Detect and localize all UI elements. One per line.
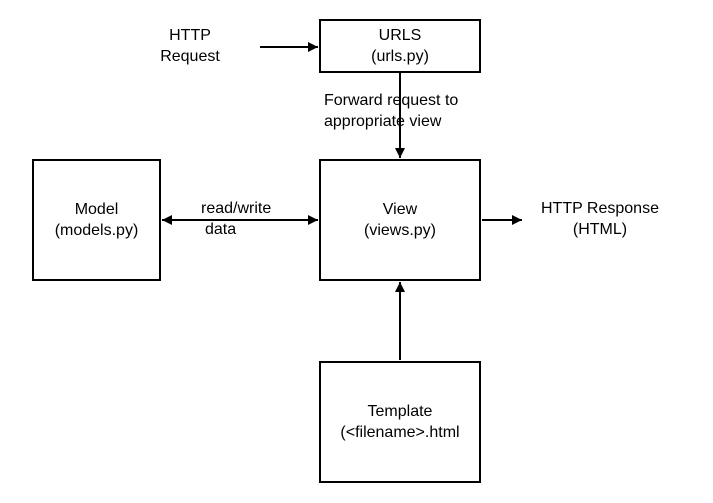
http-request-label-line1: HTTP	[169, 27, 211, 44]
urls-box-title: URLS	[378, 27, 422, 44]
urls-box-file: (urls.py)	[371, 48, 429, 65]
model-box-title: Model	[74, 201, 119, 218]
template-box-file: (<filename>.html	[340, 424, 460, 441]
read-write-label-line1: read/write	[201, 200, 272, 217]
view-box-file: (views.py)	[363, 222, 436, 239]
model-box-file: (models.py)	[54, 222, 139, 239]
http-request-label: HTTP Request	[140, 25, 240, 67]
urls-box: URLS (urls.py)	[319, 19, 481, 73]
http-response-label-line2: (HTML)	[572, 221, 628, 238]
http-response-label: HTTP Response (HTML)	[530, 198, 670, 240]
forward-request-label: Forward request to appropriate view	[324, 90, 458, 132]
forward-request-label-line1: Forward request to	[324, 92, 459, 109]
read-write-label-line2: data	[205, 221, 237, 238]
model-box: Model (models.py)	[32, 159, 161, 281]
forward-request-label-line2: appropriate view	[324, 113, 442, 130]
read-write-label: read/write data	[201, 198, 271, 240]
template-box: Template (<filename>.html	[319, 361, 481, 483]
view-box: View (views.py)	[319, 159, 481, 281]
http-response-label-line1: HTTP Response	[541, 200, 659, 217]
http-request-label-line2: Request	[160, 48, 220, 65]
template-box-title: Template	[367, 403, 433, 420]
view-box-title: View	[382, 201, 418, 218]
